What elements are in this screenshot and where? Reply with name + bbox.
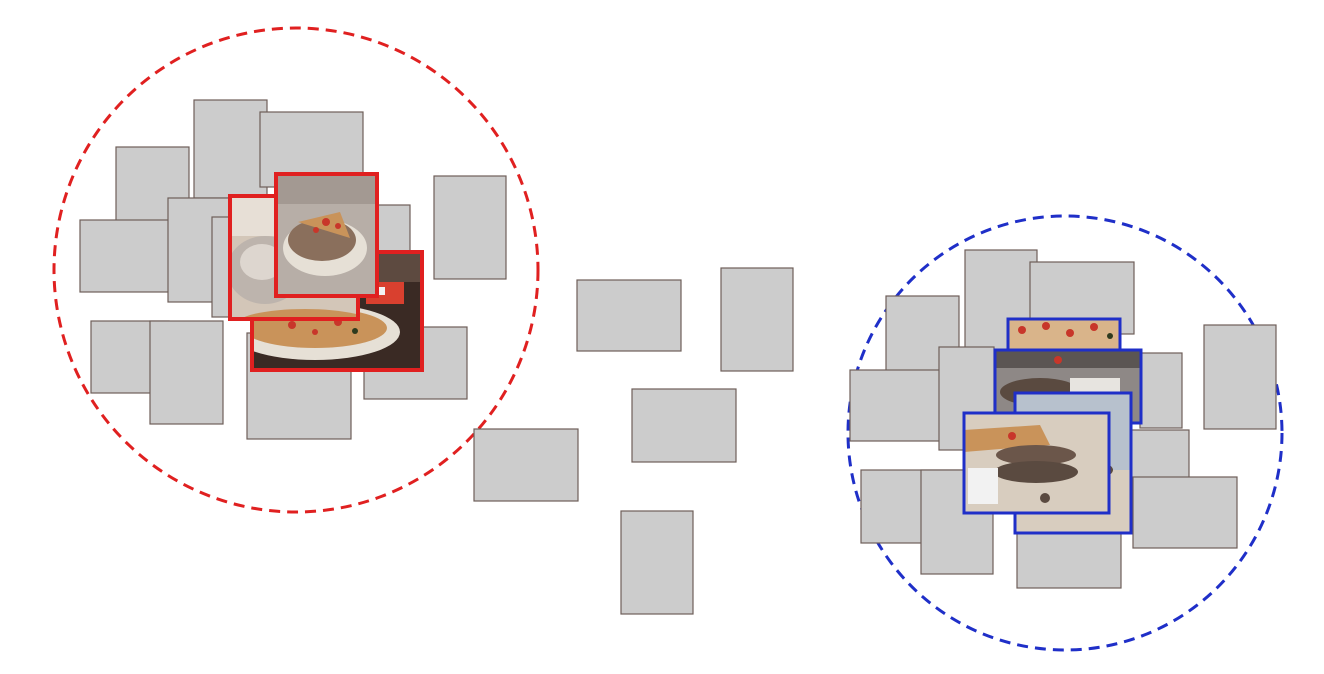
image-placeholder [576,279,682,352]
outlier-placeholders [473,267,794,615]
image-placeholder [620,510,694,615]
image-placeholder [631,388,737,463]
blue-cluster-boundary [846,214,1284,652]
image-placeholder [1126,429,1190,481]
image-placeholder [849,369,954,442]
image-placeholder [1132,476,1238,549]
image-placeholder [193,99,268,199]
blue-cluster-photo [962,411,1111,515]
red-cluster-boundary [52,26,540,514]
red-cluster-photo [274,172,379,298]
image-placeholder [720,267,794,372]
image-placeholder [473,428,579,502]
image-placeholder [1139,352,1183,429]
image-placeholder [149,320,224,425]
image-placeholder [433,175,507,280]
image-placeholder [1203,324,1277,430]
